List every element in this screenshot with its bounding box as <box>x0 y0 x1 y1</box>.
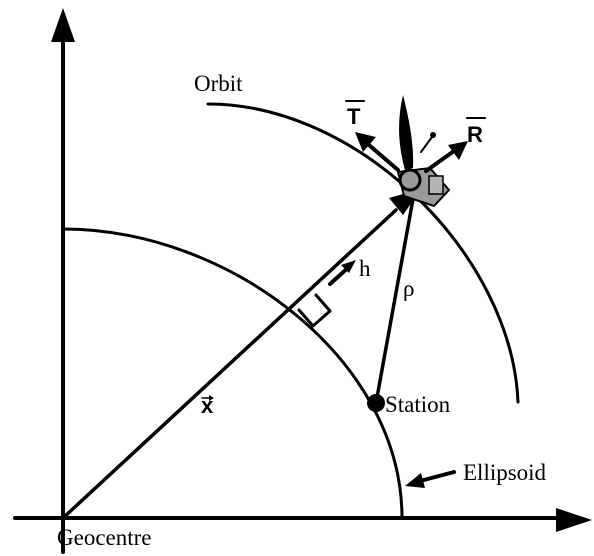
right-angle-marker <box>297 293 332 328</box>
range-vector-rho <box>374 197 415 405</box>
satellite-module <box>428 175 444 195</box>
r-vector-label: R <box>467 122 483 147</box>
r-vector <box>424 149 456 173</box>
geocentre-label: Geocentre <box>57 525 152 550</box>
h-marker-arrowhead <box>341 260 356 273</box>
ellipsoid-pointer <box>418 470 456 483</box>
position-vector-x <box>61 208 398 520</box>
orbit-label: Orbit <box>194 71 243 96</box>
coordinate-axes <box>13 8 592 554</box>
satellite-core <box>398 168 422 192</box>
t-vector <box>367 143 400 172</box>
satellite-antenna <box>420 136 433 153</box>
station-point <box>367 394 385 412</box>
t-vector-arrowhead <box>355 132 376 152</box>
ellipsoid-arc <box>61 227 404 520</box>
station-label: Station <box>385 392 451 417</box>
ellipsoid-pointer-arrowhead <box>405 473 425 488</box>
x-vector-label: x <box>201 393 214 418</box>
satellite-solar-panel <box>399 95 414 170</box>
ellipsoid-label: Ellipsoid <box>463 460 547 485</box>
h-label: h <box>359 256 371 281</box>
r-vector-arrowhead <box>448 141 468 160</box>
satellite-antenna-dish <box>430 132 436 138</box>
x-vector-overbar-tip <box>209 395 214 401</box>
t-vector-label: T <box>347 104 361 129</box>
satellite-icon <box>396 95 451 208</box>
vertical-axis-arrowhead <box>51 8 75 42</box>
rho-label: ρ <box>403 276 414 301</box>
horizontal-axis-arrowhead <box>556 508 592 532</box>
